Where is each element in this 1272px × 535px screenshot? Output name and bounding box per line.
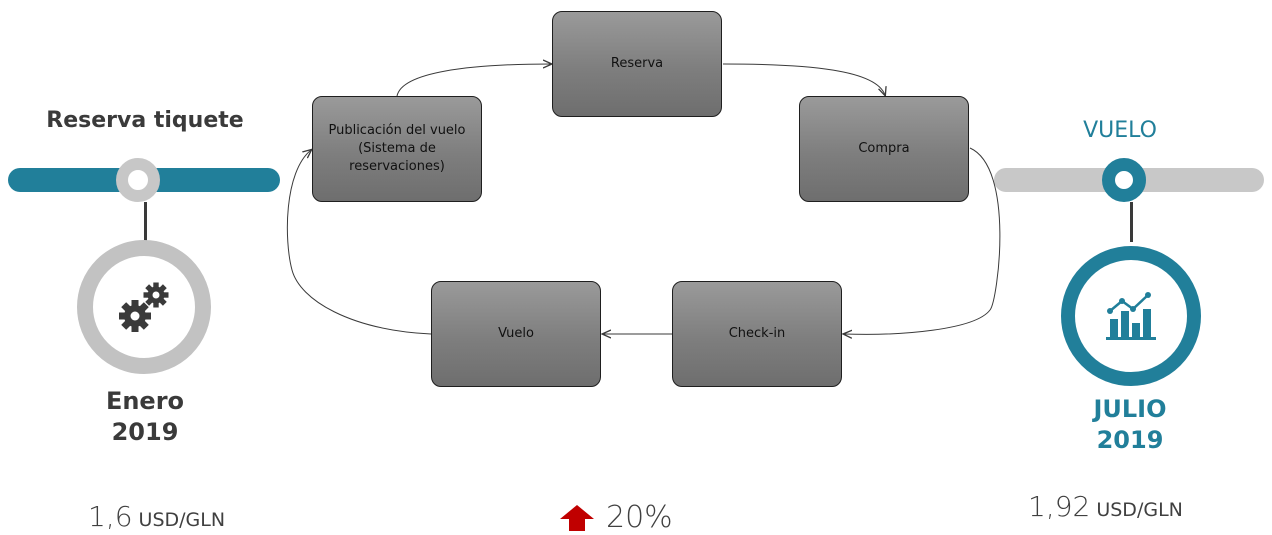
right-connector — [1130, 202, 1133, 242]
left-date: Enero 2019 — [50, 386, 240, 448]
arrow-up-icon — [560, 504, 594, 531]
gears-icon — [119, 282, 169, 332]
left-date-month: Enero — [105, 387, 185, 415]
step-reserva: Reserva — [552, 11, 722, 117]
left-date-year: 2019 — [111, 418, 179, 446]
right-title: VUELO — [1083, 118, 1157, 143]
left-timeline-knob — [116, 158, 160, 202]
left-connector — [144, 202, 147, 242]
right-icon-ring — [1061, 246, 1201, 386]
increase-percentage: 20% — [606, 500, 673, 535]
step-compra: Compra — [799, 96, 969, 202]
right-timeline-knob — [1102, 158, 1146, 202]
step-check-in: Check-in — [672, 281, 842, 387]
arrow-reserva-to-compra — [722, 63, 885, 95]
left-price-value: 1,6 — [88, 500, 133, 533]
step-vuelo: Vuelo — [431, 281, 601, 387]
right-date-year: 2019 — [1096, 426, 1164, 454]
right-date: JULIO 2019 — [1040, 394, 1220, 456]
arrow-publicacion-to-reserva — [396, 64, 551, 97]
increase-indicator: 20% — [560, 500, 673, 535]
growth-chart-icon — [1106, 292, 1156, 340]
right-price-unit: USD/GLN — [1096, 499, 1183, 521]
step-publicacion: Publicación del vuelo (Sistema de reserv… — [312, 96, 482, 202]
right-price-value: 1,92 — [1028, 490, 1091, 523]
left-icon-ring — [77, 240, 211, 374]
right-date-month: JULIO — [1093, 395, 1167, 423]
left-price-unit: USD/GLN — [138, 509, 226, 531]
left-title: Reserva tiquete — [46, 108, 244, 133]
